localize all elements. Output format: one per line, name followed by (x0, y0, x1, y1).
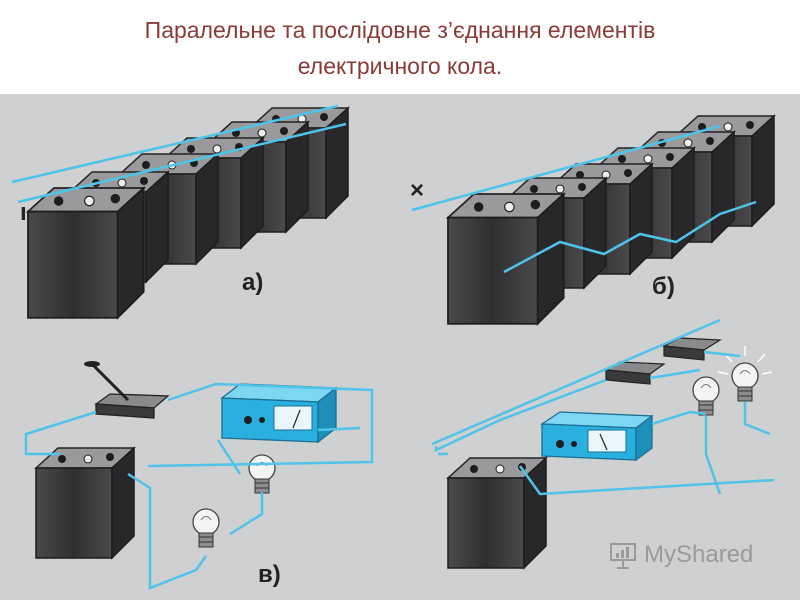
wires-c (24, 382, 374, 590)
title-line-2: електричного кола. (297, 53, 503, 79)
circuit-diagram: ı а) × б) (11, 104, 775, 600)
battery-d (447, 457, 547, 569)
bulb-c-2 (192, 508, 220, 548)
terminal-mark-a: ı (20, 199, 27, 226)
circuit-diagram-panel: ı а) × б) (0, 94, 800, 600)
bulb-d-2-lit (717, 346, 773, 402)
bulb-d-1 (692, 376, 720, 416)
circuit-d: г) (431, 318, 775, 600)
battery-row-b (447, 115, 775, 325)
label-a: а) (242, 269, 263, 296)
label-d: г) (640, 597, 658, 600)
battery-row-a (27, 107, 349, 319)
wires-a (11, 104, 347, 204)
wires-d (431, 318, 775, 496)
bulb-c-1 (248, 454, 276, 494)
meter-c (220, 383, 338, 444)
wires-b (411, 124, 757, 274)
presentation-board-icon (610, 543, 636, 569)
meter-d (539, 411, 654, 462)
label-c: в) (258, 561, 281, 588)
battery-c (35, 447, 135, 559)
switch-c (84, 361, 170, 419)
page-title: Паралельне та послідовне з’єднання елеме… (0, 12, 800, 84)
circuit-c: в) (24, 361, 374, 590)
label-b: б) (652, 273, 675, 300)
terminal-mark-b: × (410, 177, 424, 204)
watermark: MyShared (608, 537, 753, 573)
title-line-1: Паралельне та послідовне з’єднання елеме… (144, 17, 656, 43)
watermark-text: MyShared (644, 541, 754, 568)
